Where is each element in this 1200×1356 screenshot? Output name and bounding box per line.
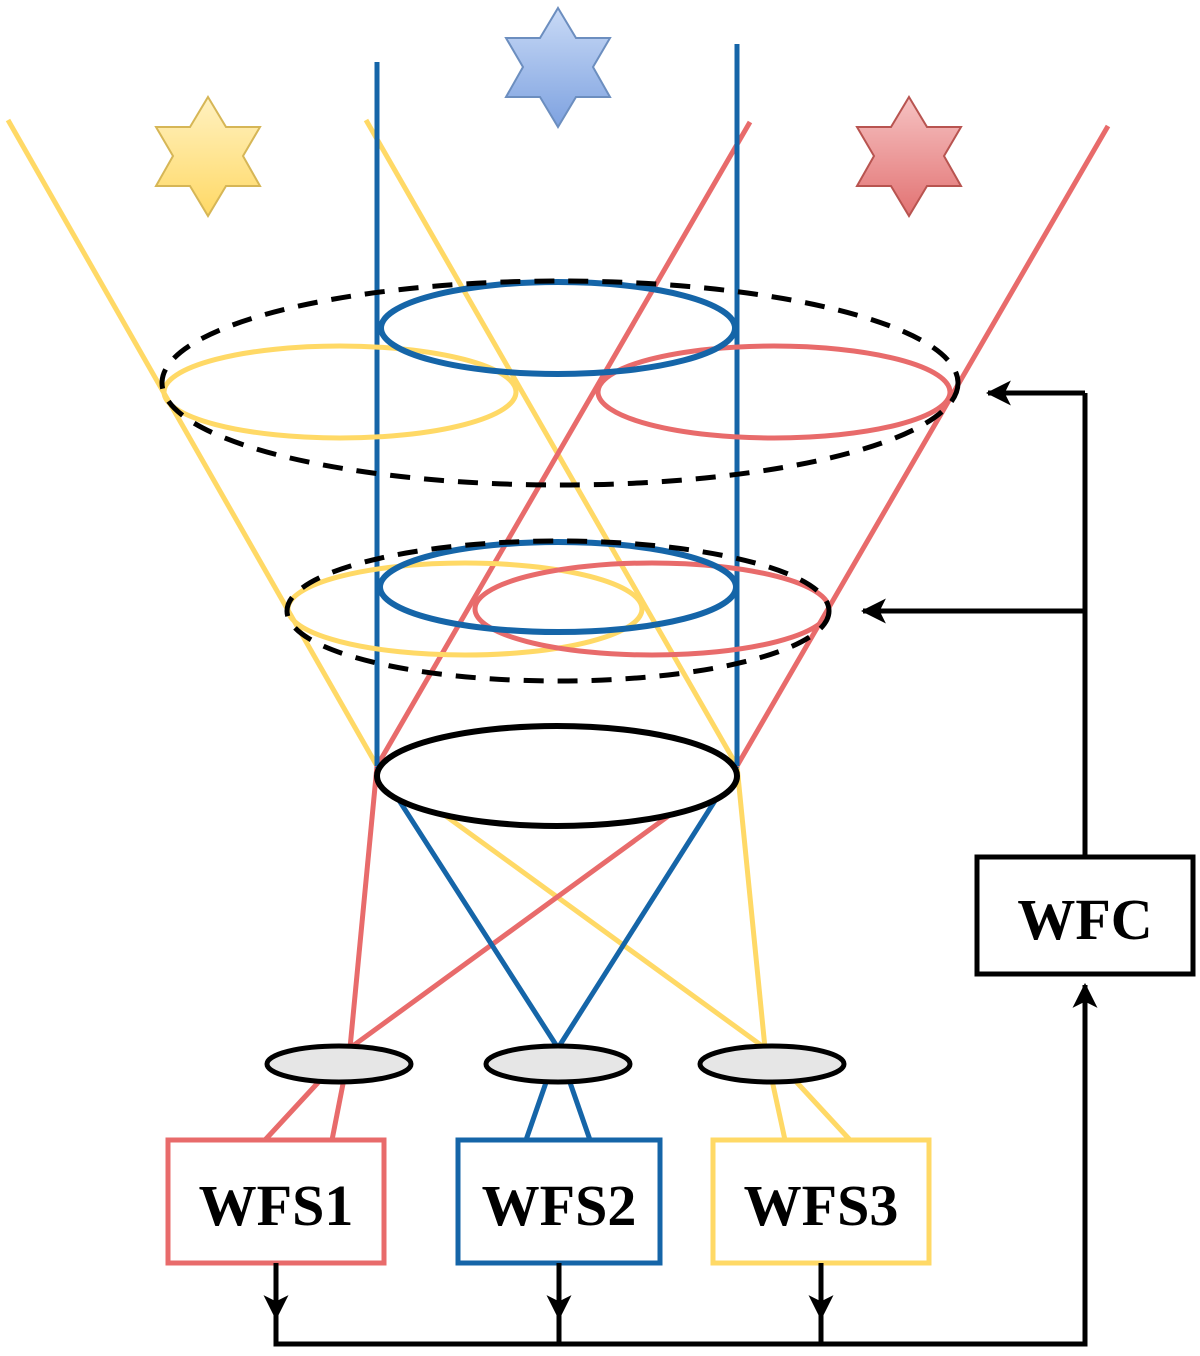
lens-2 <box>483 1043 633 1085</box>
control-wiring <box>263 380 1098 1347</box>
star-red-icon <box>855 95 963 218</box>
wfc-box: WFC <box>974 854 1196 977</box>
wfc-label: WFC <box>1017 887 1152 952</box>
upper-turbulence-layer <box>159 278 961 488</box>
star-yellow-icon <box>154 95 262 218</box>
lower-layer-dashed-outline <box>284 538 832 684</box>
upper-layer-red-footprint <box>595 343 953 441</box>
telescope-aperture <box>374 723 740 829</box>
upper-layer-yellow-footprint <box>161 343 519 441</box>
star-blue-icon <box>504 6 612 129</box>
upper-layer-dashed-outline <box>159 278 961 488</box>
blue-beam <box>374 44 740 1141</box>
bus-line <box>273 982 1098 1347</box>
yellow-beam <box>5 118 852 1142</box>
wfs3-label: WFS3 <box>744 1173 899 1238</box>
lens-1 <box>264 1043 414 1085</box>
red-beam <box>263 120 1111 1142</box>
wfs2-box: WFS2 <box>455 1137 663 1266</box>
wfs3-box: WFS3 <box>710 1137 932 1266</box>
wfs1-label: WFS1 <box>199 1173 354 1238</box>
lens-3 <box>697 1043 847 1085</box>
wfs2-label: WFS2 <box>482 1173 637 1238</box>
lower-layer-yellow-footprint <box>285 560 645 658</box>
upper-layer-blue-footprint <box>378 279 738 377</box>
lower-layer-blue-footprint <box>377 539 739 635</box>
lower-turbulence-layer <box>284 538 832 684</box>
wfs1-box: WFS1 <box>165 1137 387 1266</box>
lower-layer-red-footprint <box>472 560 832 658</box>
